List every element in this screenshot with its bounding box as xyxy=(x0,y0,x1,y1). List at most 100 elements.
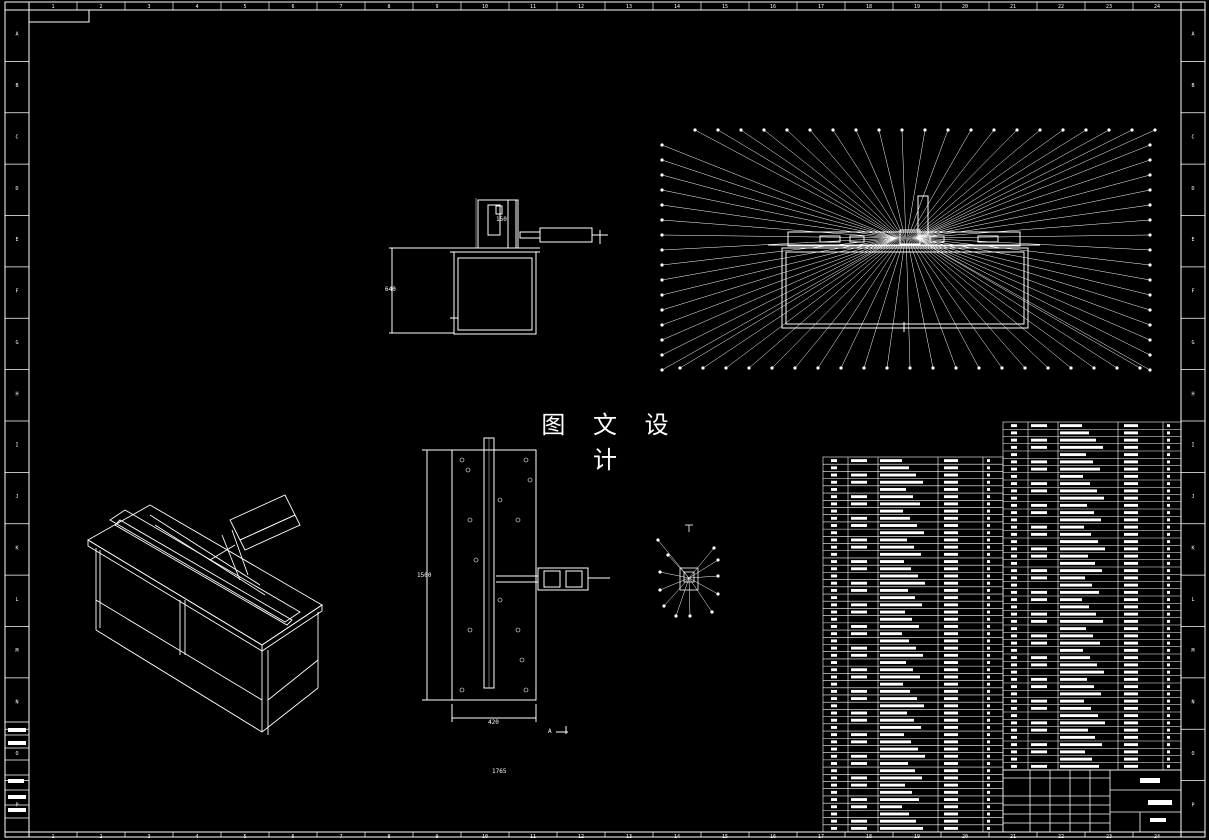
bom-right-row-qty xyxy=(1167,706,1170,710)
bom-right-row-code xyxy=(1031,576,1047,580)
bom-left-row-name xyxy=(880,545,914,549)
column-label: 5 xyxy=(243,834,246,840)
bom-right-row-qty xyxy=(1167,460,1170,464)
column-label: 16 xyxy=(770,834,776,840)
bom-left-row-no xyxy=(831,675,837,679)
bom-left-row-qty xyxy=(987,754,990,758)
bom-left-row-name xyxy=(880,459,902,463)
bom-right-row-no xyxy=(1011,743,1017,747)
bom-right-row-name xyxy=(1060,634,1093,638)
column-label: 12 xyxy=(578,834,584,840)
detail-leader xyxy=(663,577,690,607)
bom-right-row-no xyxy=(1011,547,1017,551)
bom-right-row-name xyxy=(1060,706,1091,710)
balloon-dot xyxy=(660,338,664,342)
bom-left-row-material xyxy=(944,762,958,765)
bom-left-row-name xyxy=(880,552,921,556)
bom-left-row-material xyxy=(944,560,958,564)
leader-line xyxy=(748,237,900,369)
bom-right-row-qty xyxy=(1167,598,1170,602)
bom-right-row-no xyxy=(1011,656,1017,660)
bom-right-row-name xyxy=(1060,569,1102,573)
balloon-dot xyxy=(1061,128,1065,132)
detail-leader xyxy=(688,559,719,579)
leader-line xyxy=(906,237,934,369)
leader-line xyxy=(661,237,897,341)
bom-left-row-no xyxy=(831,625,837,628)
bom-left-row-qty xyxy=(987,466,990,470)
bom-right-row-code xyxy=(1031,489,1047,493)
balloon-dot xyxy=(1148,278,1152,282)
leader-line xyxy=(915,237,1151,251)
leader-line xyxy=(915,237,1151,266)
leader-line xyxy=(915,237,1151,296)
column-label: 20 xyxy=(962,4,968,10)
column-label: 8 xyxy=(387,4,390,10)
bom-left-row-no xyxy=(831,689,837,693)
bom-left-row-code xyxy=(851,610,867,614)
balloon-dot xyxy=(660,308,664,312)
bom-left-row-material xyxy=(944,819,958,823)
bom-right-row-name xyxy=(1060,518,1101,522)
bom-left-row-no xyxy=(831,516,837,520)
bom-left-row-code xyxy=(851,754,867,758)
bom-right-row-qty xyxy=(1167,431,1170,435)
leader-line xyxy=(913,129,1110,239)
column-label: 14 xyxy=(674,834,680,840)
leader-line xyxy=(915,237,1141,369)
bom-left-row-qty xyxy=(987,552,990,556)
column-label: 5 xyxy=(243,4,246,10)
bom-left-row-no xyxy=(831,747,837,751)
balloon-dot xyxy=(785,128,789,132)
bom-left-row-qty xyxy=(987,560,990,564)
balloon-dot xyxy=(660,233,664,237)
bom-left-row-qty xyxy=(987,646,990,650)
balloon-dot xyxy=(660,263,664,267)
bom-right-row-name xyxy=(1060,641,1100,645)
bom-right-row-name xyxy=(1060,482,1090,486)
balloon-dot xyxy=(900,128,904,132)
bom-left-row-code xyxy=(851,603,867,607)
bom-left-row-qty xyxy=(987,567,990,571)
bom-right-row-material xyxy=(1124,569,1138,573)
column-label: 22 xyxy=(1058,4,1064,10)
bom-right-row-name xyxy=(1060,764,1099,768)
bom-right-row-name xyxy=(1060,605,1089,609)
bom-right-row-qty xyxy=(1167,453,1170,457)
bom-right-row-name xyxy=(1060,424,1082,428)
bom-left-row-material xyxy=(944,689,958,693)
bom-left-row-code xyxy=(851,762,867,765)
bom-right-row-code xyxy=(1031,612,1047,616)
column-label: 18 xyxy=(866,4,872,10)
bom-left-row-qty xyxy=(987,718,990,722)
bom-left-row-no xyxy=(831,473,837,477)
bom-right-row-material xyxy=(1124,445,1138,449)
bom-right-row-name xyxy=(1060,721,1105,725)
leader-line xyxy=(915,237,1151,371)
bom-left-row-qty xyxy=(987,588,990,592)
row-label: A xyxy=(1191,32,1194,38)
leader-line xyxy=(915,237,1151,326)
bom-right-row-code xyxy=(1031,656,1047,660)
bom-left-row-name xyxy=(880,747,918,751)
bom-left-row-name xyxy=(880,524,917,527)
balloon-dot xyxy=(724,366,728,370)
bom-left-row-material xyxy=(944,466,958,470)
column-label: 6 xyxy=(291,834,294,840)
leader-line xyxy=(907,237,957,369)
bom-left-row-name xyxy=(880,632,902,636)
bom-right-row-no xyxy=(1011,561,1017,565)
bom-left-row-no xyxy=(831,697,837,701)
bom-left-row-material xyxy=(944,682,958,686)
bom-left-row-name xyxy=(880,790,912,794)
bom-left-row-no xyxy=(831,617,837,621)
bom-left-row-material xyxy=(944,661,958,664)
bom-left-row-material xyxy=(944,704,958,708)
detail-leader xyxy=(688,575,719,579)
row-label: M xyxy=(15,648,18,654)
bom-right-row-no xyxy=(1011,714,1017,718)
bom-left-row-qty xyxy=(987,516,990,520)
bom-right-row-no xyxy=(1011,438,1017,442)
bom-left-row-no xyxy=(831,574,837,578)
bom-right-row-material xyxy=(1124,656,1138,660)
